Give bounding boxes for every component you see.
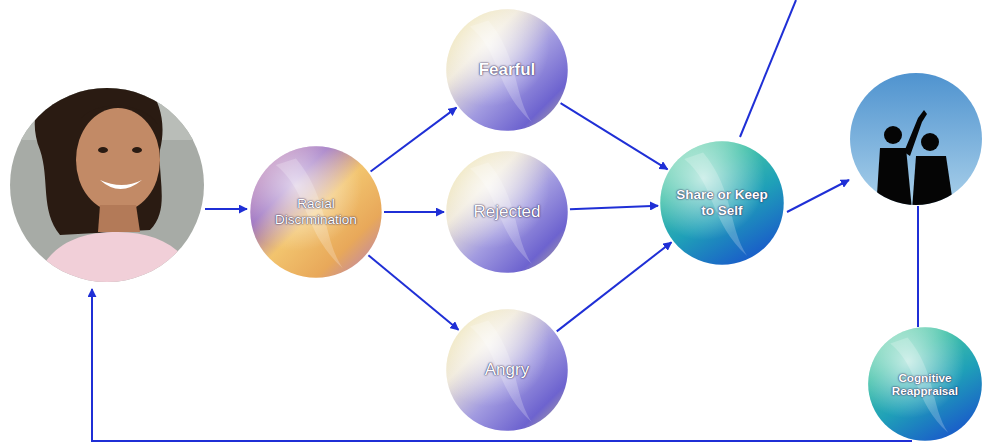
arrow-connector: [368, 255, 458, 330]
node-label: Racial Discrmination: [264, 196, 369, 227]
marble-node: Cognitive Reappraisal: [867, 326, 983, 442]
marble-node: Racial Discrmination: [249, 145, 383, 279]
arrow-connector: [384, 211, 444, 213]
person-photo: [0, 67, 220, 300]
node-label: Rejected: [473, 202, 540, 222]
node-label: Fearful: [479, 60, 536, 80]
arrow-connector: [561, 103, 668, 169]
marble-node: Angry: [445, 308, 569, 432]
marble-node: Rejected: [445, 150, 569, 274]
marble-node: Fearful: [445, 8, 569, 132]
node-label: Cognitive Reappraisal: [880, 371, 970, 398]
arrow-connector: [557, 242, 672, 331]
arrow-line: [205, 208, 247, 210]
return-line: [92, 289, 912, 441]
plain-line: [917, 206, 919, 327]
arrow-connector: [570, 206, 658, 210]
plain-line: [740, 0, 796, 137]
leader-lines: [92, 0, 918, 441]
arrow-connector: [371, 108, 457, 172]
node-label: Angry: [485, 360, 529, 380]
node-label: Share or Keep to Self: [673, 187, 771, 218]
arrow-line: [787, 180, 849, 212]
marble-node: Share or Keep to Self: [659, 140, 785, 266]
silhouette-photo: [850, 73, 982, 210]
